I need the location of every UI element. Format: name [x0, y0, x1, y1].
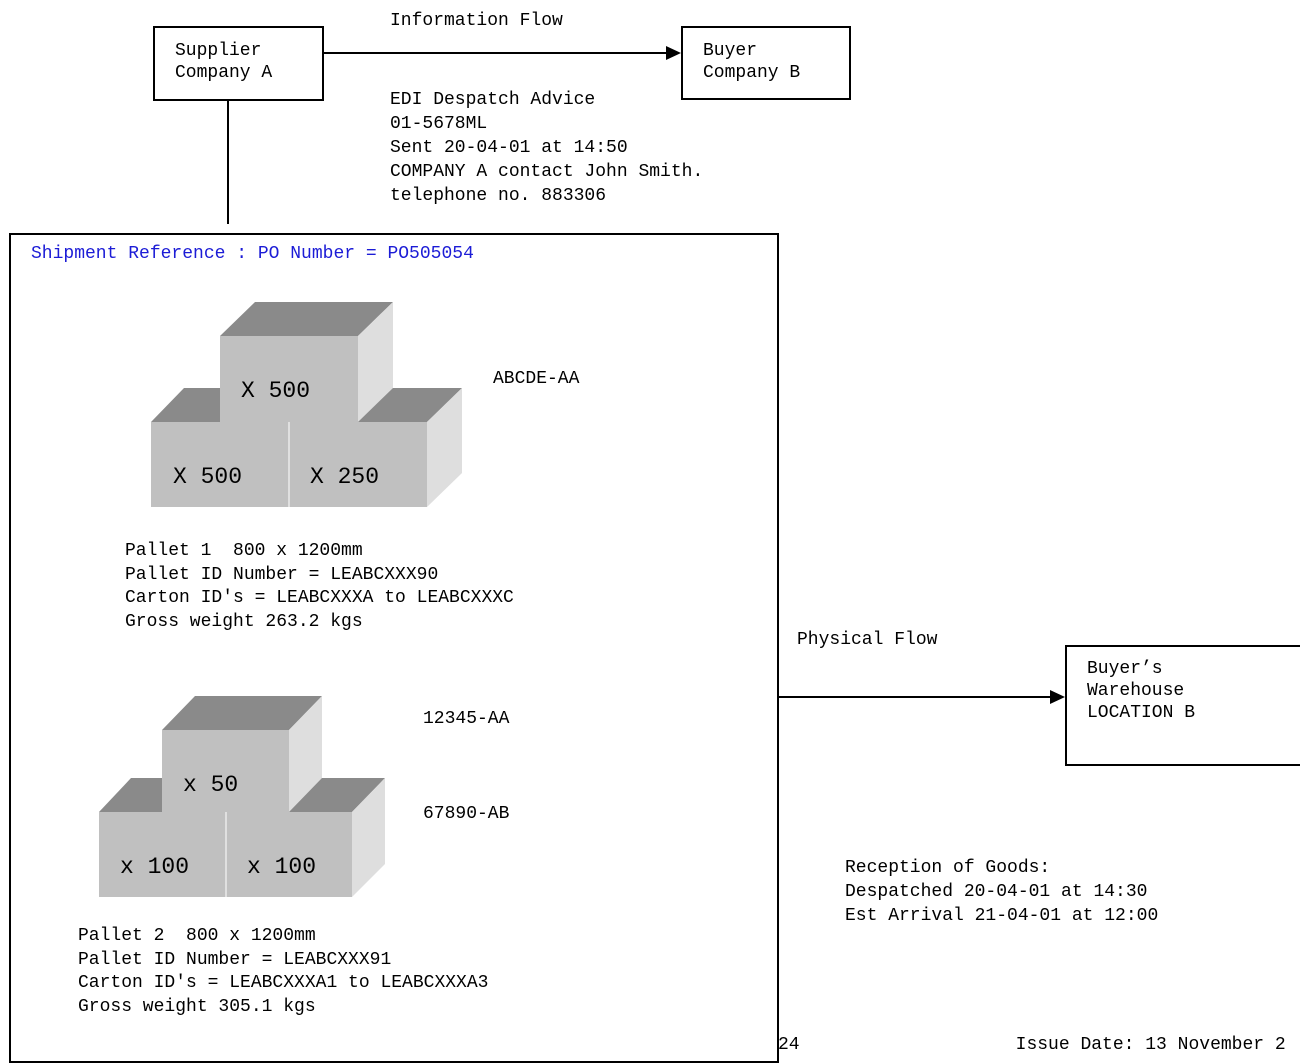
pallet-1-line-4: Gross weight 263.2 kgs	[125, 611, 363, 632]
edi-line-3: Sent 20-04-01 at 14:50	[390, 138, 628, 158]
pallet-2-bottom-right-qty: x 100	[247, 854, 317, 880]
edi-line-4: COMPANY A contact John Smith.	[390, 162, 704, 182]
buyer-line-1: Buyer	[703, 41, 758, 61]
pallet-2-carton-top	[162, 696, 322, 812]
pallet-1-bottom-right-qty: X 250	[310, 464, 380, 490]
pallet-2-line-1: Pallet 2 800 x 1200mm	[78, 926, 316, 946]
warehouse-line-1: Buyer’s	[1087, 659, 1163, 679]
pallet-1-carton-top	[220, 302, 393, 422]
supplier-line-1: Supplier	[175, 41, 262, 61]
warehouse-line-3: LOCATION B	[1087, 703, 1196, 723]
reception-line-1: Reception of Goods:	[845, 858, 1051, 878]
page-footer: 24 Issue Date: 13 November 2	[778, 1035, 1286, 1055]
information-flow-arrowhead	[666, 46, 681, 60]
pallet-2-line-4: Gross weight 305.1 kgs	[78, 996, 316, 1017]
edi-line-1: EDI Despatch Advice	[390, 90, 596, 110]
reception-line-2: Despatched 20-04-01 at 14:30	[845, 882, 1148, 902]
supplier-label: Supplier Company A	[175, 40, 272, 84]
pallet-2-part-label-2: 67890-AB	[423, 804, 510, 824]
pallet-2-details: Pallet 2 800 x 1200mm Pallet ID Number =…	[78, 925, 488, 1019]
warehouse-label: Buyer’s Warehouse LOCATION B	[1087, 658, 1195, 724]
pallet-1-part-label: ABCDE-AA	[493, 369, 580, 389]
physical-flow-arrowhead	[1050, 690, 1065, 704]
edi-line-2: 01-5678ML	[390, 114, 488, 134]
pallet-2-top-qty: x 50	[183, 772, 239, 798]
buyer-line-2: Company B	[703, 63, 801, 83]
pallet-1-line-3: Carton ID's = LEABCXXXA to LEABCXXXC	[125, 588, 514, 608]
pallet-2-part-label-1: 12345-AA	[423, 709, 510, 729]
edi-despatch-advice: EDI Despatch Advice 01-5678ML Sent 20-04…	[390, 88, 703, 208]
pallet-1-top-qty: X 500	[241, 378, 311, 404]
pallet-1-details: Pallet 1 800 x 1200mm Pallet ID Number =…	[125, 540, 514, 634]
shipment-box	[9, 233, 779, 1063]
pallet-1-bottom-left-qty: X 500	[173, 464, 243, 490]
supplier-line-2: Company A	[175, 63, 273, 83]
buyer-label: Buyer Company B	[703, 40, 800, 84]
edi-line-5: telephone no. 883306	[390, 186, 607, 206]
physical-flow-label: Physical Flow	[797, 630, 938, 650]
warehouse-box: Buyer’s Warehouse LOCATION B	[1065, 645, 1300, 766]
buyer-box: Buyer Company B	[681, 26, 851, 100]
reception-line-3: Est Arrival 21-04-01 at 12:00	[845, 906, 1159, 926]
warehouse-line-2: Warehouse	[1087, 681, 1185, 701]
pallet-1-line-1: Pallet 1 800 x 1200mm	[125, 541, 363, 561]
pallet-2-line-2: Pallet ID Number = LEABCXXX91	[78, 949, 392, 970]
pallet-1-line-2: Pallet ID Number = LEABCXXX90	[125, 564, 439, 585]
supplier-box: Supplier Company A	[153, 26, 324, 101]
information-flow-label: Information Flow	[390, 11, 563, 31]
pallet-2-line-3: Carton ID's = LEABCXXXA1 to LEABCXXXA3	[78, 973, 489, 993]
pallet-2-bottom-left-qty: x 100	[120, 854, 190, 880]
shipment-reference: Shipment Reference : PO Number = PO50505…	[31, 244, 474, 264]
reception-of-goods: Reception of Goods: Despatched 20-04-01 …	[845, 856, 1158, 928]
